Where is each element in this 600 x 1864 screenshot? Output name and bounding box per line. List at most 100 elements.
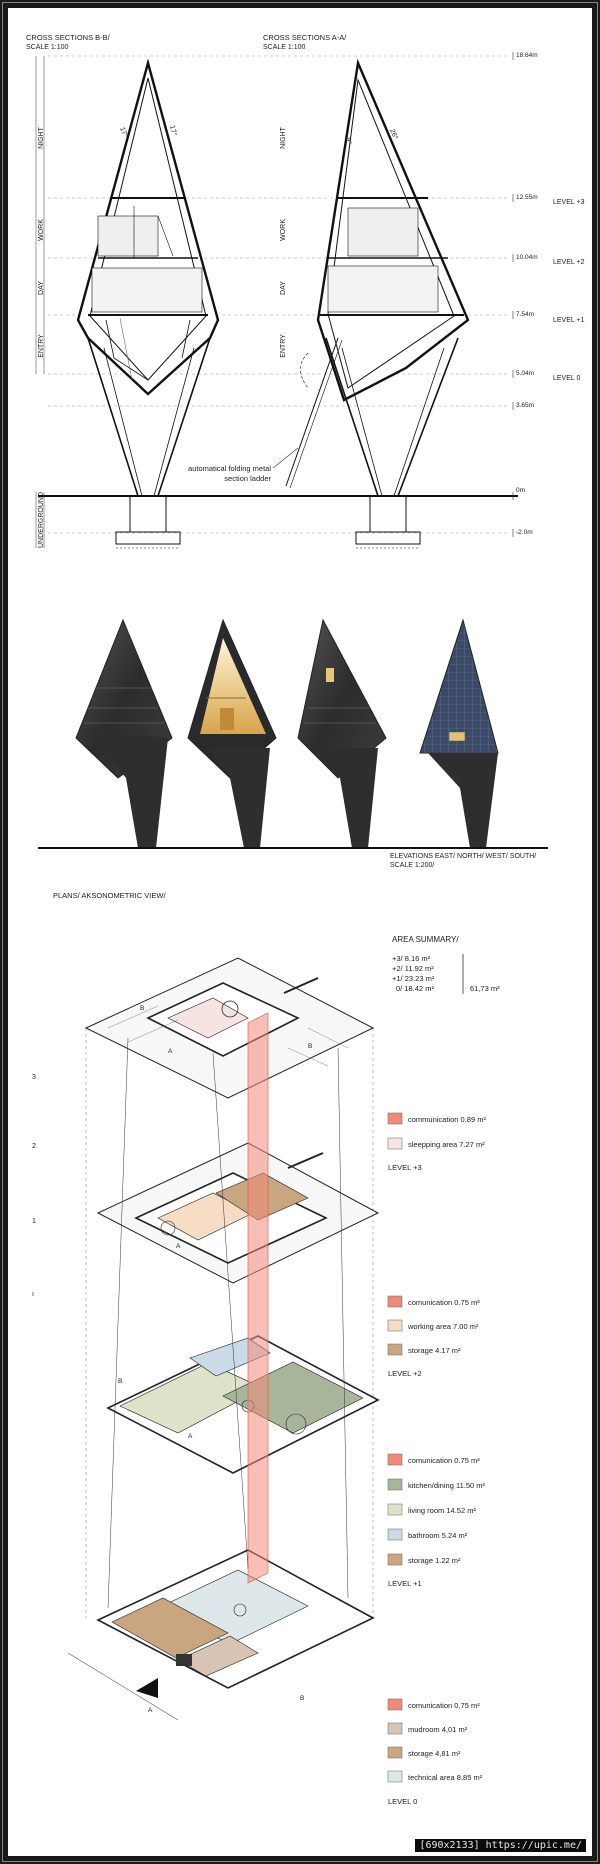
area-summary: AREA SUMMARY/ +3/ 8.16 m² +2/ 11.92 m² +… <box>392 935 500 994</box>
zone-night: NIGHT <box>38 126 45 149</box>
plan-level-plus3 <box>84 957 375 1099</box>
area-row-plus1: +1/ 23.23 m² <box>392 974 435 983</box>
plan-level-plus1 <box>106 1335 380 1474</box>
legend-level-plus3: LEVEL +3 <box>388 1163 422 1172</box>
level-plus3-marker: LEVEL +3 <box>553 199 585 206</box>
section-bb-shape: 17° 17° <box>76 58 220 549</box>
legend-swatch <box>387 1746 403 1759</box>
elevations-scale: SCALE 1:200/ <box>390 862 434 869</box>
legend-level-plus2: LEVEL +2 <box>388 1369 422 1378</box>
elevation-south <box>419 618 499 848</box>
legend-label: comunication 0.75 m² <box>408 1456 480 1465</box>
level-0-marker: LEVEL 0 <box>553 375 580 382</box>
legend-group-plus2: comunication 0.75 m² working area 7.00 m… <box>387 1295 480 1378</box>
plans: PLANS/ AKSONOMETRIC VIEW/ AREA SUMMARY/ … <box>32 891 500 1806</box>
legend-label: storage 4,81 m² <box>408 1749 461 1758</box>
angle-aa-right: 26° <box>388 128 399 141</box>
legend-label: mudroom 4,01 m² <box>408 1725 468 1734</box>
legend-swatch <box>387 1503 403 1516</box>
legend-label: sleepping area 7.27 m² <box>408 1140 485 1149</box>
angle-aa-left: 9° <box>344 137 353 145</box>
plan-level-plus2 <box>96 1142 380 1284</box>
axis-label-b4: B <box>300 1695 304 1702</box>
angle-bb-left: 17° <box>118 126 129 139</box>
section-aa-scale: SCALE 1:100 <box>263 44 306 51</box>
elevation-north <box>187 618 277 848</box>
height-markers: 18.64m 12.55m 10.04m 7.54m 5.04m 3.65m 0… <box>512 52 538 537</box>
legend-group-plus3: communication 0.89 m² sleepping area 7.2… <box>387 1112 486 1172</box>
height-5-04: 5.04m <box>516 370 534 377</box>
drawing-sheet: CROSS SECTIONS B-B/ SCALE 1:100 CROSS SE… <box>8 8 592 1856</box>
area-row-plus2: +2/ 11.92 m² <box>392 964 434 973</box>
area-summary-title: AREA SUMMARY/ <box>392 935 459 944</box>
axis-label-b1: B <box>140 1005 144 1012</box>
zone-day: DAY <box>38 281 45 295</box>
zone-entry: ENTRY <box>38 334 45 358</box>
area-row-0: 0/ 18.42 m² <box>396 984 434 993</box>
communication-shaft <box>247 1012 269 1584</box>
height-12-55: 12.55m <box>516 194 538 201</box>
plan-number-2: 2 <box>32 1143 36 1150</box>
ladder-leader <box>272 447 299 469</box>
section-aa-title: CROSS SECTIONS A-A/ <box>263 33 347 42</box>
legend-label: kitchen/dining 11.50 m² <box>408 1481 485 1490</box>
axis-label-b2: B <box>308 1043 312 1050</box>
legend-label: storage 4.17 m² <box>408 1346 461 1355</box>
level-plus1-marker: LEVEL +1 <box>553 317 585 324</box>
area-row-plus3: +3/ 8.16 m² <box>392 954 431 963</box>
height-3-65: 3.65m <box>516 402 534 409</box>
legend-swatch <box>387 1137 403 1150</box>
area-total: 61,73 m² <box>470 984 500 993</box>
legend-label: comunication 0.75 m² <box>408 1298 480 1307</box>
legend-swatch <box>387 1770 403 1783</box>
legend-level-0: LEVEL 0 <box>388 1797 417 1806</box>
plan-number-1: 1 <box>32 1218 36 1225</box>
legend-swatch <box>387 1112 403 1125</box>
axis-label-a2: A <box>176 1243 181 1250</box>
zone-work-aa: WORK <box>280 219 287 241</box>
plan-level-0 <box>67 1549 375 1721</box>
cross-sections: CROSS SECTIONS B-B/ SCALE 1:100 CROSS SE… <box>26 33 585 549</box>
zone-day-aa: DAY <box>280 281 287 295</box>
plan-legend: communication 0.89 m² sleepping area 7.2… <box>387 1112 486 1806</box>
level-markers: LEVEL +3 LEVEL +2 LEVEL +1 LEVEL 0 <box>553 199 585 382</box>
plan-axis-labels: B A B A B A B A <box>118 1005 312 1714</box>
legend-level-plus1: LEVEL +1 <box>388 1579 422 1588</box>
axis-label-a1: A <box>168 1048 173 1055</box>
image-size-badge: [690x2133] https://upic.me/ <box>415 1839 586 1852</box>
section-bb-title: CROSS SECTIONS B-B/ <box>26 33 111 42</box>
legend-swatch <box>387 1722 403 1735</box>
legend-group-plus1: comunication 0.75 m² kitchen/dining 11.5… <box>387 1453 485 1588</box>
height-10-04: 10.04m <box>516 254 538 261</box>
plan-number-0: ı <box>32 1291 34 1298</box>
legend-label: working area 7.00 m² <box>407 1322 479 1331</box>
zone-night-aa: NIGHT <box>280 126 287 149</box>
plans-title: PLANS/ AKSONOMETRIC VIEW/ <box>53 891 166 900</box>
height-minus-2: -2.0m <box>516 529 533 536</box>
architectural-drawing: CROSS SECTIONS B-B/ SCALE 1:100 CROSS SE… <box>26 33 585 1806</box>
elevations-title: ELEVATIONS EAST/ NORTH/ WEST/ SOUTH/ <box>390 853 536 860</box>
legend-swatch <box>387 1319 403 1332</box>
legend-label: storage 1.22 m² <box>408 1556 461 1565</box>
axis-label-b3: B <box>118 1378 122 1385</box>
level-plus2-marker: LEVEL +2 <box>553 259 585 266</box>
height-0: 0m <box>516 487 525 494</box>
axis-label-a4: A <box>148 1707 153 1714</box>
legend-swatch <box>387 1343 403 1356</box>
elevation-west <box>297 618 387 848</box>
zone-underground: UNDERGROUND <box>38 492 45 548</box>
section-bb-scale: SCALE 1:100 <box>26 44 69 51</box>
height-7-54: 7.54m <box>516 311 534 318</box>
ladder-label-line1: automatical folding metal <box>188 464 271 473</box>
legend-swatch <box>387 1453 403 1466</box>
legend-label: living room 14.52 m² <box>408 1506 476 1515</box>
legend-group-0: comunication 0,75 m² mudroom 4,01 m² sto… <box>387 1698 483 1806</box>
legend-swatch <box>387 1553 403 1566</box>
legend-label: bathroom 5.24 m² <box>408 1531 468 1540</box>
legend-swatch <box>387 1698 403 1711</box>
legend-swatch <box>387 1478 403 1491</box>
elevations: ELEVATIONS EAST/ NORTH/ WEST/ SOUTH/ SCA… <box>38 618 548 869</box>
zone-work: WORK <box>38 219 45 241</box>
legend-label: comunication 0,75 m² <box>408 1701 480 1710</box>
ladder-label-line2: section ladder <box>224 474 271 483</box>
